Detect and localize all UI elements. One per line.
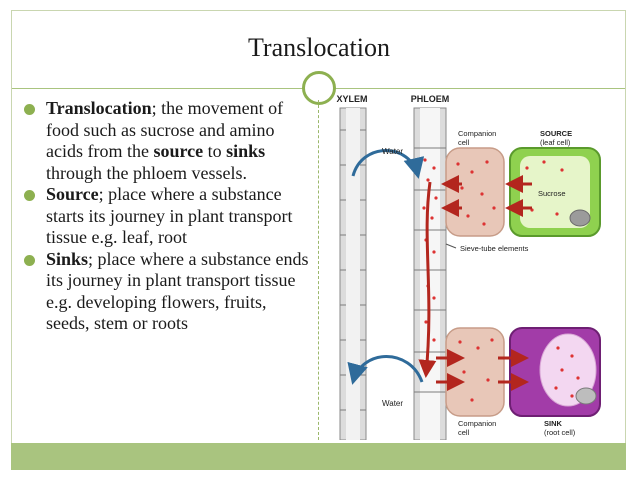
- source-cell-vacuole: [520, 156, 590, 228]
- slide-title: Translocation: [247, 33, 391, 62]
- companion-label-top-2: cell: [458, 138, 470, 147]
- unloading-arrows: [436, 349, 529, 391]
- phloem-tube: [413, 107, 447, 440]
- term: Source: [46, 184, 99, 204]
- bullet-list: Translocation; the movement of food such…: [24, 98, 314, 335]
- water-label-bottom: Water: [382, 399, 403, 408]
- companion-label-bottom-2: cell: [458, 428, 470, 437]
- sink-nucleus: [575, 387, 597, 405]
- sink-cell-vacuole: [539, 333, 597, 407]
- term-sinks: sinks: [226, 141, 266, 161]
- water-label-top: Water: [382, 147, 403, 156]
- loading-arrows: [441, 175, 532, 217]
- definition-mid: to: [203, 141, 227, 161]
- source-sublabel: (leaf cell): [540, 138, 571, 147]
- xylem-tube: [339, 107, 367, 440]
- phloem-label: PHLOEM: [411, 94, 450, 104]
- xylem-label: XYLEM: [336, 94, 367, 104]
- term-source: source: [153, 141, 204, 161]
- sink-label: SINK: [544, 419, 563, 428]
- bullet-dot-icon: [24, 104, 35, 115]
- bullet-source: Source; place where a substance starts i…: [24, 184, 314, 249]
- source-nucleus: [569, 209, 591, 227]
- definition-tail: through the phloem vessels.: [46, 162, 247, 183]
- column-divider: [318, 100, 319, 440]
- term: Translocation: [46, 98, 152, 118]
- sucrose-label: Sucrose: [538, 189, 566, 198]
- companion-label-top-1: Companion: [458, 129, 496, 138]
- companion-cell-bottom: [445, 327, 505, 417]
- definition: ; the movement of food such as sucrose a…: [46, 98, 284, 161]
- companion-cell-top: [445, 147, 505, 237]
- term: Sinks: [46, 248, 89, 269]
- bullet-sinks: Sinks; place where a substance ends its …: [24, 249, 314, 335]
- bullet-dot-icon: [24, 254, 35, 266]
- definition: ; place where a substance starts its jou…: [46, 184, 293, 247]
- bullet-translocation: Translocation; the movement of food such…: [24, 98, 314, 184]
- water-arrow-top: [351, 149, 425, 179]
- bullet-dot-icon: [24, 190, 35, 201]
- definition: ; place where a substance ends its journ…: [46, 248, 309, 334]
- footer-band: [11, 443, 626, 470]
- water-arrow-bottom: [347, 355, 424, 385]
- translocation-arrow: [418, 181, 437, 378]
- ring-icon: [302, 71, 336, 105]
- source-label: SOURCE: [540, 129, 572, 138]
- sieve-tube-label: Sieve-tube elements: [460, 244, 529, 253]
- translocation-diagram: XYLEM PHLOEM Water: [336, 94, 601, 440]
- companion-label-bottom-1: Companion: [458, 419, 496, 428]
- sink-sublabel: (root cell): [544, 428, 576, 437]
